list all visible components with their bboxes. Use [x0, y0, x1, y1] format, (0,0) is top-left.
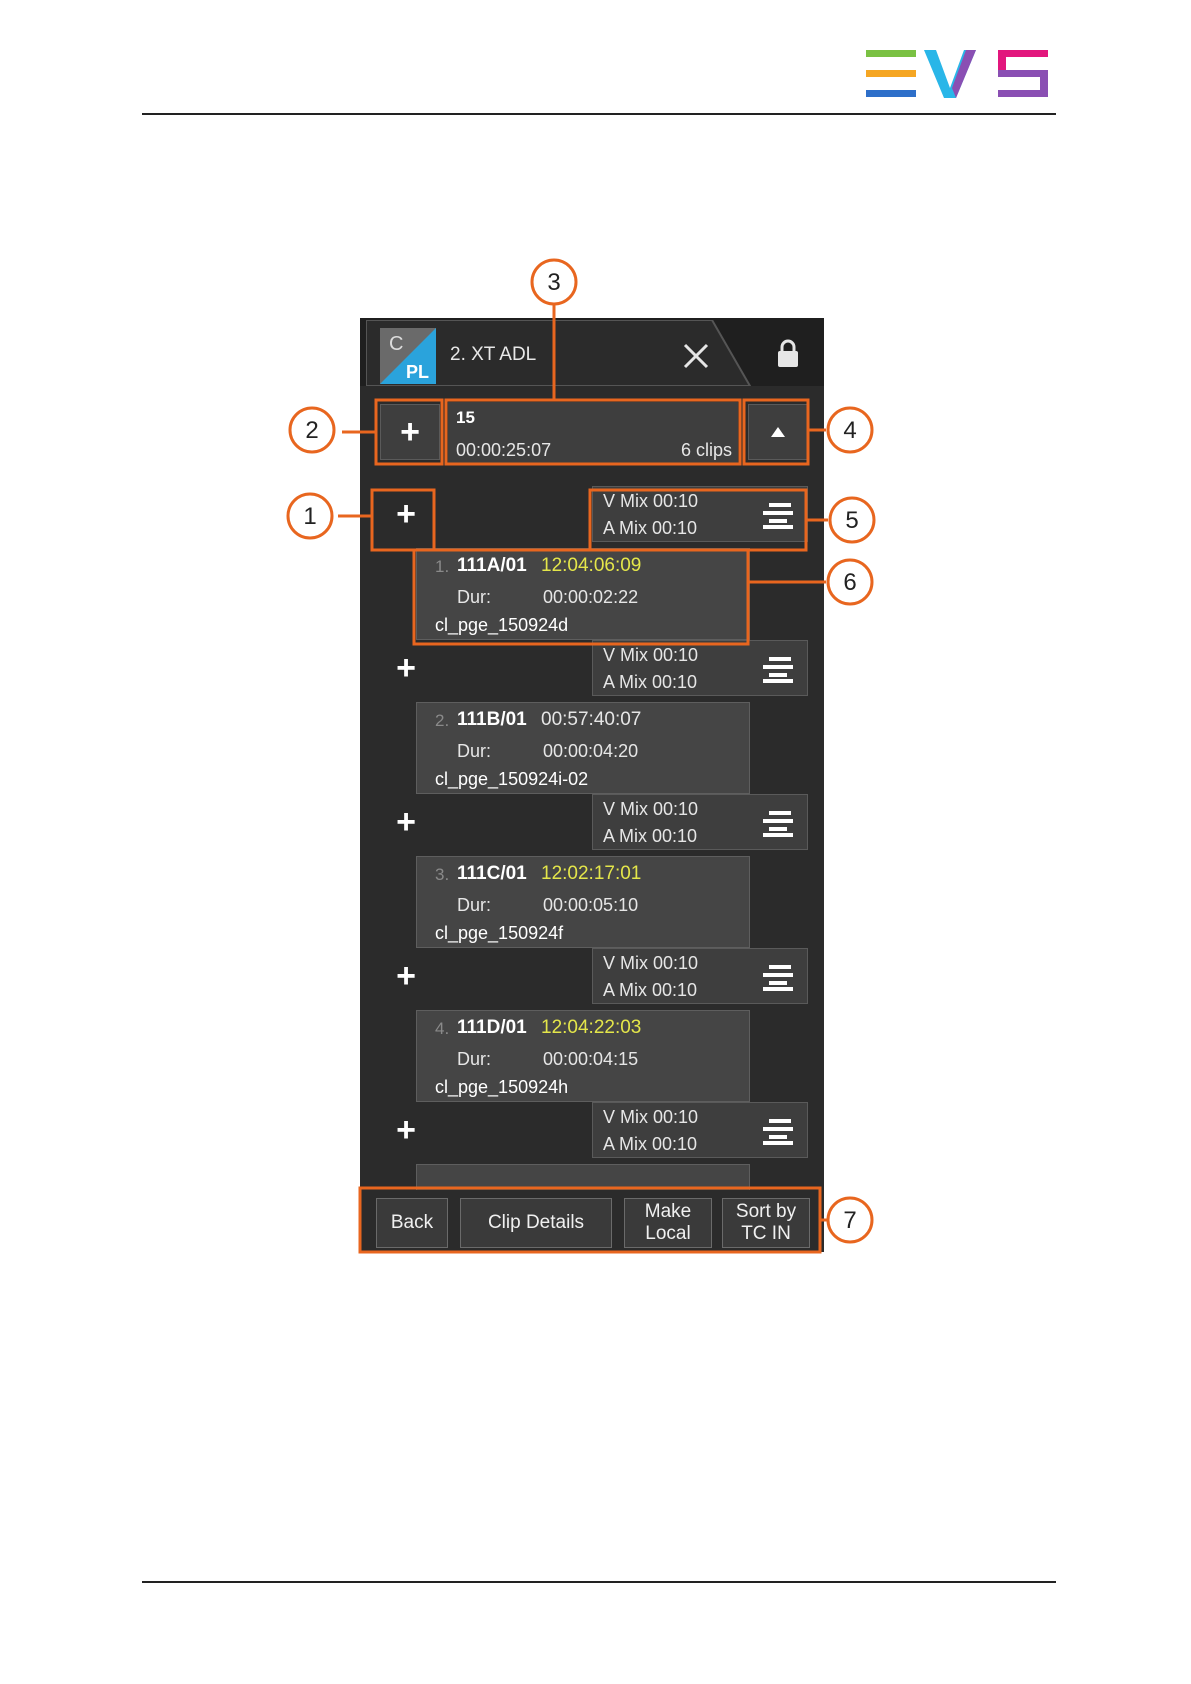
clip-name: 111A/01 [457, 555, 527, 576]
transition-item[interactable]: V Mix 00:10 A Mix 00:10 [592, 794, 808, 850]
callout-number-5: 5 [845, 507, 858, 534]
clip-details-button[interactable]: Clip Details [460, 1198, 612, 1248]
clip-filename: cl_pge_150924d [435, 615, 569, 635]
audio-transition: A Mix 00:10 [603, 672, 698, 692]
clip-duration: 00:00:05:10 [543, 895, 639, 915]
playlist-badge-icon: C PL [380, 328, 436, 384]
transition-settings-icon [763, 811, 793, 837]
callout-circle-3 [530, 258, 578, 306]
lock-icon[interactable] [776, 338, 800, 368]
clip-item[interactable]: 4. 111D/01 12:04:22:03 Dur: 00:00:04:15 … [416, 1010, 750, 1102]
callout-circle-2 [288, 406, 336, 454]
clip-timecode: 12:04:06:09 [541, 555, 642, 576]
video-transition: V Mix 00:10 [603, 491, 699, 511]
callout-circle-5 [828, 496, 876, 544]
clip-duration: 00:00:04:15 [543, 1049, 639, 1069]
triangle-up-icon [771, 427, 785, 437]
clip-name: 111D/01 [457, 1017, 527, 1038]
make-local-button[interactable]: Make Local [624, 1198, 712, 1248]
clip-index: 1. [435, 557, 450, 576]
header-rule [142, 113, 1056, 115]
insert-clip-button[interactable]: + [378, 640, 434, 696]
clip-timecode: 12:04:22:03 [541, 1017, 642, 1038]
transition-settings-icon [763, 1119, 793, 1145]
audio-transition: A Mix 00:10 [603, 1134, 698, 1154]
plus-icon: + [396, 803, 416, 841]
transition-item[interactable]: V Mix 00:10 A Mix 00:10 [592, 486, 808, 542]
playlist-tab[interactable] [366, 320, 758, 386]
transition-item[interactable]: V Mix 00:10 A Mix 00:10 [592, 948, 808, 1004]
callout-circle-7 [826, 1196, 874, 1244]
transition-item[interactable]: V Mix 00:10 A Mix 00:10 [592, 1102, 808, 1158]
plus-icon: + [396, 649, 416, 687]
playlist-tab-title: 2. XT ADL [450, 344, 537, 365]
video-transition: V Mix 00:10 [603, 1107, 699, 1127]
sort-by-tc-in-button[interactable]: Sort by TC IN [722, 1198, 810, 1248]
clip-duration: 00:00:04:20 [543, 741, 639, 761]
clip-name: 111B/01 [457, 709, 527, 730]
clip-timecode: 00:57:40:07 [541, 709, 642, 730]
close-icon[interactable] [682, 342, 710, 370]
callout-number-2: 2 [305, 417, 318, 444]
plus-icon: + [396, 957, 416, 995]
plus-icon: + [396, 495, 416, 533]
clip-filename: cl_pge_150924i-02 [435, 769, 589, 789]
badge-top-text: C [389, 333, 403, 355]
audio-transition: A Mix 00:10 [603, 980, 698, 1000]
clip-timecode: 12:02:17:01 [541, 863, 642, 884]
clip-item[interactable]: 3. 111C/01 12:02:17:01 Dur: 00:00:05:10 … [416, 856, 750, 948]
insert-clip-button[interactable]: + [378, 1102, 434, 1158]
playlist-panel: C PL 2. XT ADL + 15 00:00:25:07 6 clips … [360, 318, 824, 1252]
playlist-clip-count: 6 clips [680, 440, 732, 460]
transition-settings-icon [763, 657, 793, 683]
clip-duration-label: Dur: [457, 895, 492, 915]
audio-transition: A Mix 00:10 [603, 518, 698, 538]
insert-clip-button[interactable]: + [378, 948, 434, 1004]
insert-clip-button[interactable]: + [378, 486, 434, 542]
footer-rule [142, 1581, 1056, 1583]
badge-bottom-text: PL [406, 362, 429, 382]
callout-number-7: 7 [843, 1207, 856, 1234]
video-transition: V Mix 00:10 [603, 645, 699, 665]
callout-circle-1 [286, 492, 334, 540]
clip-filename: cl_pge_150924f [435, 923, 564, 943]
evs-logo [866, 50, 1048, 98]
video-transition: V Mix 00:10 [603, 953, 699, 973]
back-button[interactable]: Back [376, 1198, 448, 1248]
callout-circle-6 [826, 558, 874, 606]
playlist-duration: 00:00:25:07 [456, 440, 552, 460]
scroll-up-button[interactable] [748, 404, 808, 460]
transition-settings-icon [763, 965, 793, 991]
audio-transition: A Mix 00:10 [603, 826, 698, 846]
plus-icon: + [400, 413, 420, 451]
callout-number-4: 4 [843, 417, 856, 444]
insert-clip-button[interactable]: + [378, 794, 434, 850]
playlist-info[interactable]: 15 00:00:25:07 6 clips [448, 402, 738, 464]
callout-number-6: 6 [843, 569, 856, 596]
clip-filename: cl_pge_150924h [435, 1077, 569, 1097]
transition-settings-icon [763, 503, 793, 529]
clip-duration-label: Dur: [457, 587, 492, 607]
clip-duration-label: Dur: [457, 1049, 492, 1069]
add-to-playlist-start-button[interactable]: + [380, 404, 440, 460]
callout-number-1: 1 [303, 503, 316, 530]
clip-item[interactable]: 2. 111B/01 00:57:40:07 Dur: 00:00:04:20 … [416, 702, 750, 794]
callout-circle-4 [826, 406, 874, 454]
video-transition: V Mix 00:10 [603, 799, 699, 819]
callout-number-3: 3 [547, 269, 560, 296]
clip-index: 4. [435, 1019, 450, 1038]
clip-index: 3. [435, 865, 450, 884]
clip-index: 2. [435, 711, 450, 730]
clip-item[interactable]: 1. 111A/01 12:04:06:09 Dur: 00:00:02:22 … [416, 548, 750, 640]
clip-duration-label: Dur: [457, 741, 492, 761]
clip-duration: 00:00:02:22 [543, 587, 639, 607]
clip-name: 111C/01 [457, 863, 527, 884]
plus-icon: + [396, 1111, 416, 1149]
playlist-number: 15 [456, 408, 475, 427]
transition-item[interactable]: V Mix 00:10 A Mix 00:10 [592, 640, 808, 696]
